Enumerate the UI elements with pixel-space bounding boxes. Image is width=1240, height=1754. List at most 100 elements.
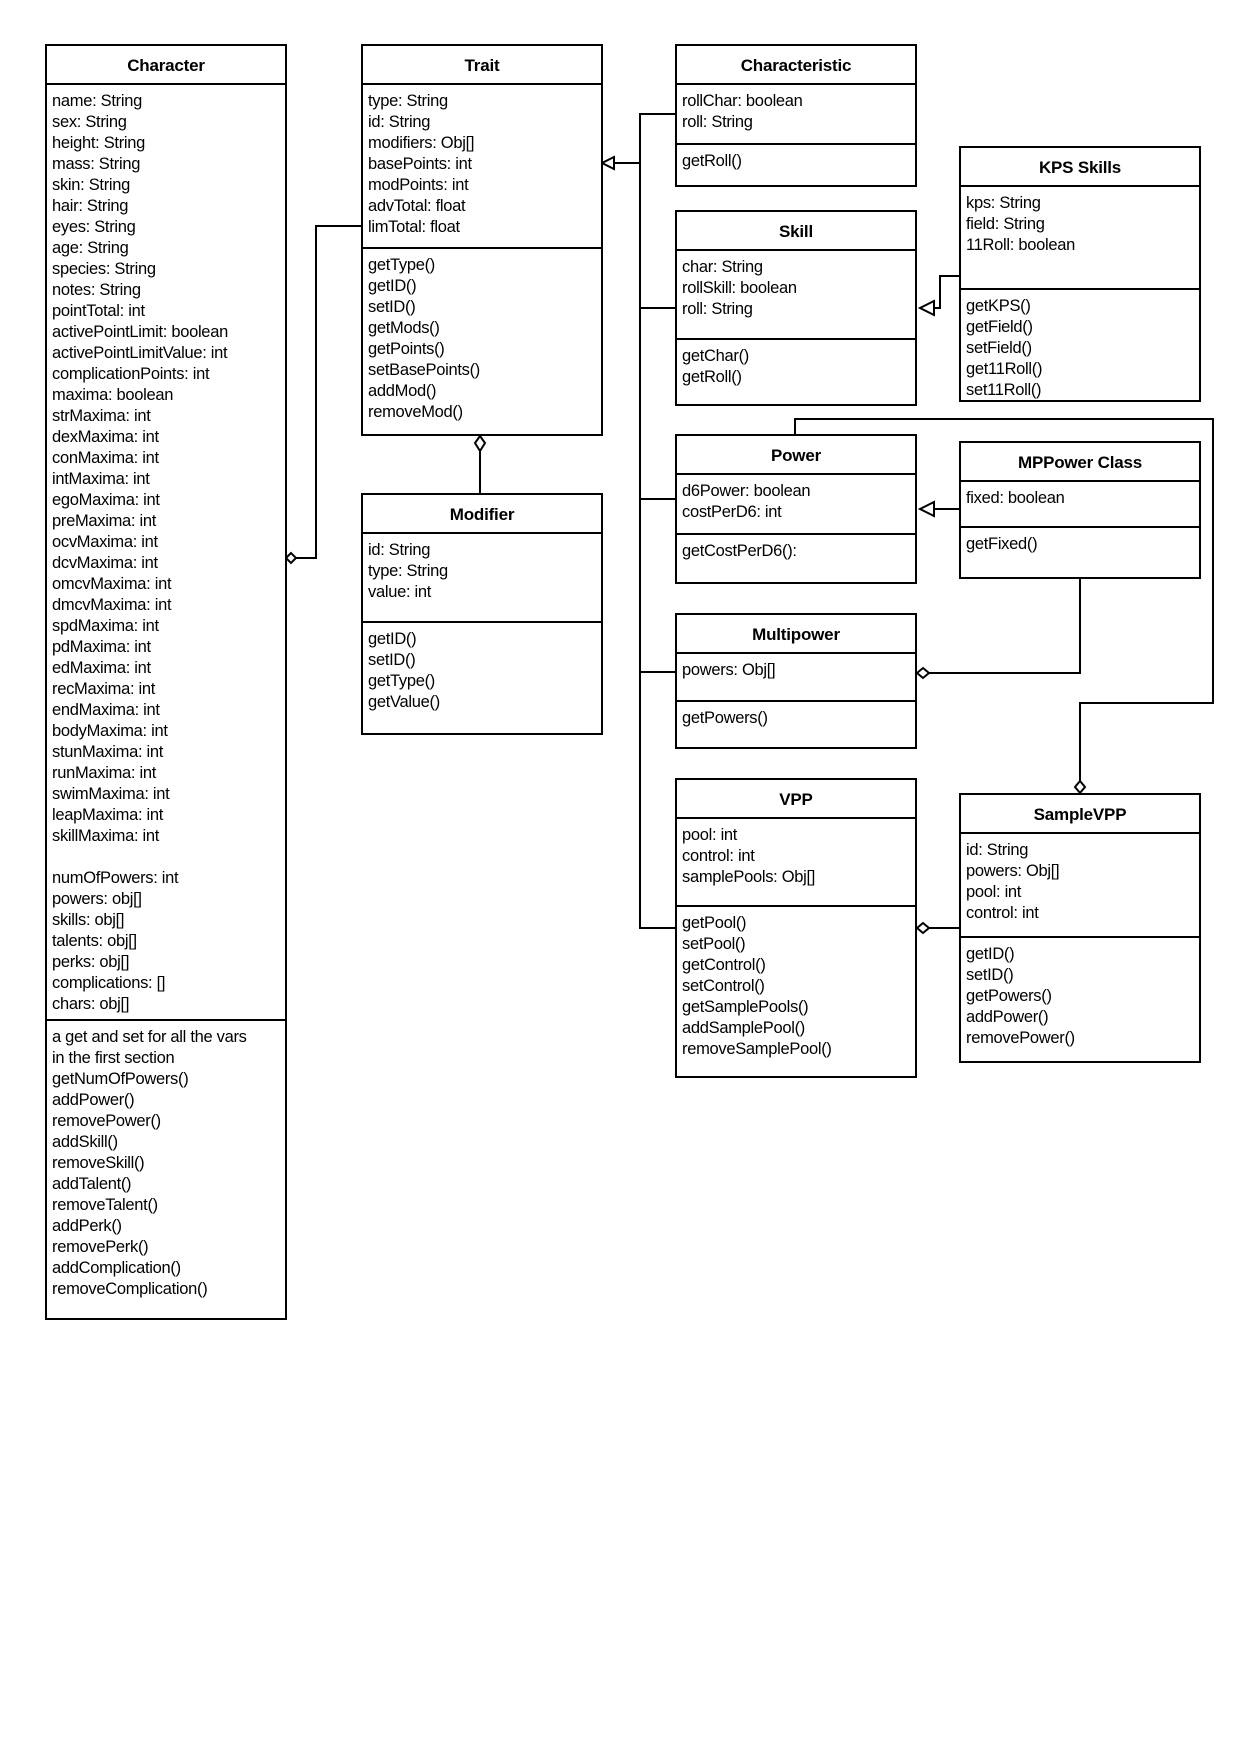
class-title: Modifier [363, 495, 601, 534]
attributes-section: fixed: boolean [961, 482, 1199, 526]
generalization-arrow-skill [917, 299, 935, 317]
method-row: addPower() [52, 1091, 135, 1109]
attribute-row: height: String [52, 134, 146, 152]
method-row: getID() [368, 277, 417, 295]
attribute-row: age: String [52, 239, 129, 257]
attribute-row: spdMaxima: int [52, 617, 159, 635]
attribute-row: skin: String [52, 176, 131, 194]
attribute-row: maxima: boolean [52, 386, 174, 404]
method-row: set11Roll() [966, 381, 1042, 399]
method-row: getChar() [682, 347, 749, 365]
attribute-row: omcvMaxima: int [52, 575, 172, 593]
methods-section: getID()setID()getPowers()addPower()remov… [961, 936, 1199, 1053]
attribute-row: d6Power: boolean [682, 482, 811, 500]
class-title: Skill [677, 212, 915, 251]
attribute-list: pool: int control: int samplePools: Obj[] [682, 825, 910, 888]
attribute-row: control: int [682, 847, 755, 865]
method-row: getType() [368, 256, 435, 274]
attribute-row: powers: Obj[] [682, 661, 776, 679]
method-row: setBasePoints() [368, 361, 480, 379]
attribute-row: hair: String [52, 197, 129, 215]
method-row: addPower() [966, 1008, 1049, 1026]
class-mppower[interactable]: MPPower Class fixed: boolean getFixed() [959, 441, 1201, 579]
method-list: getFixed() [966, 534, 1194, 555]
attributes-section: powers: Obj[] [677, 654, 915, 700]
method-row: getControl() [682, 956, 766, 974]
method-row: getPool() [682, 914, 747, 932]
attribute-row: skillMaxima: int [52, 827, 160, 845]
attribute-row: swimMaxima: int [52, 785, 170, 803]
attribute-row: dcvMaxima: int [52, 554, 158, 572]
method-row: getRoll() [682, 152, 742, 170]
method-row: get11Roll() [966, 360, 1043, 378]
methods-section: getCostPerD6(): [677, 533, 915, 566]
method-row: addPerk() [52, 1217, 122, 1235]
class-title: Multipower [677, 615, 915, 654]
line-power-samplevpp [794, 418, 1214, 781]
generalization-arrow-power [917, 500, 935, 518]
attribute-row: bodyMaxima: int [52, 722, 168, 740]
attribute-row: dexMaxima: int [52, 428, 159, 446]
methods-section: getRoll() [677, 143, 915, 176]
method-row: removePerk() [52, 1238, 149, 1256]
method-row: getValue() [368, 693, 440, 711]
attribute-row: skills: obj[] [52, 911, 125, 929]
attribute-row: perks: obj[] [52, 953, 130, 971]
class-title: MPPower Class [961, 443, 1199, 482]
methods-section: getChar()getRoll() [677, 338, 915, 392]
line-mppower-multipower [929, 579, 1081, 674]
method-row: setID() [368, 651, 416, 669]
attribute-row: notes: String [52, 281, 141, 299]
attribute-row: pool: int [682, 826, 738, 844]
attribute-row: ocvMaxima: int [52, 533, 158, 551]
attribute-row: limTotal: float [368, 218, 460, 236]
attribute-row: conMaxima: int [52, 449, 159, 467]
method-row: getNumOfPowers() [52, 1070, 189, 1088]
aggregation-diamond-multipower [915, 666, 931, 680]
attribute-row: rollSkill: boolean [682, 279, 797, 297]
attribute-row: rollChar: boolean [682, 92, 803, 110]
methods-section: getType()getID()setID()getMods()getPoint… [363, 247, 601, 427]
attribute-row: mass: String [52, 155, 141, 173]
method-list: getChar()getRoll() [682, 346, 910, 388]
method-row: setField() [966, 339, 1032, 357]
attribute-row: runMaxima: int [52, 764, 157, 782]
method-row: setID() [966, 966, 1014, 984]
method-row: addMod() [368, 382, 437, 400]
attribute-row: egoMaxima: int [52, 491, 160, 509]
attribute-row: value: int [368, 583, 432, 601]
line-character-trait [296, 225, 362, 559]
class-multipower[interactable]: Multipower powers: Obj[] getPowers() [675, 613, 917, 749]
attributes-section: pool: int control: int samplePools: Obj[] [677, 819, 915, 905]
attribute-row: pointTotal: int [52, 302, 145, 320]
attribute-row: modifiers: Obj[] [368, 134, 475, 152]
attribute-row: activePointLimitValue: int [52, 344, 228, 362]
class-title: Character [47, 46, 285, 85]
method-row: getMods() [368, 319, 440, 337]
attribute-row: samplePools: Obj[] [682, 868, 816, 886]
attribute-row: edMaxima: int [52, 659, 151, 677]
